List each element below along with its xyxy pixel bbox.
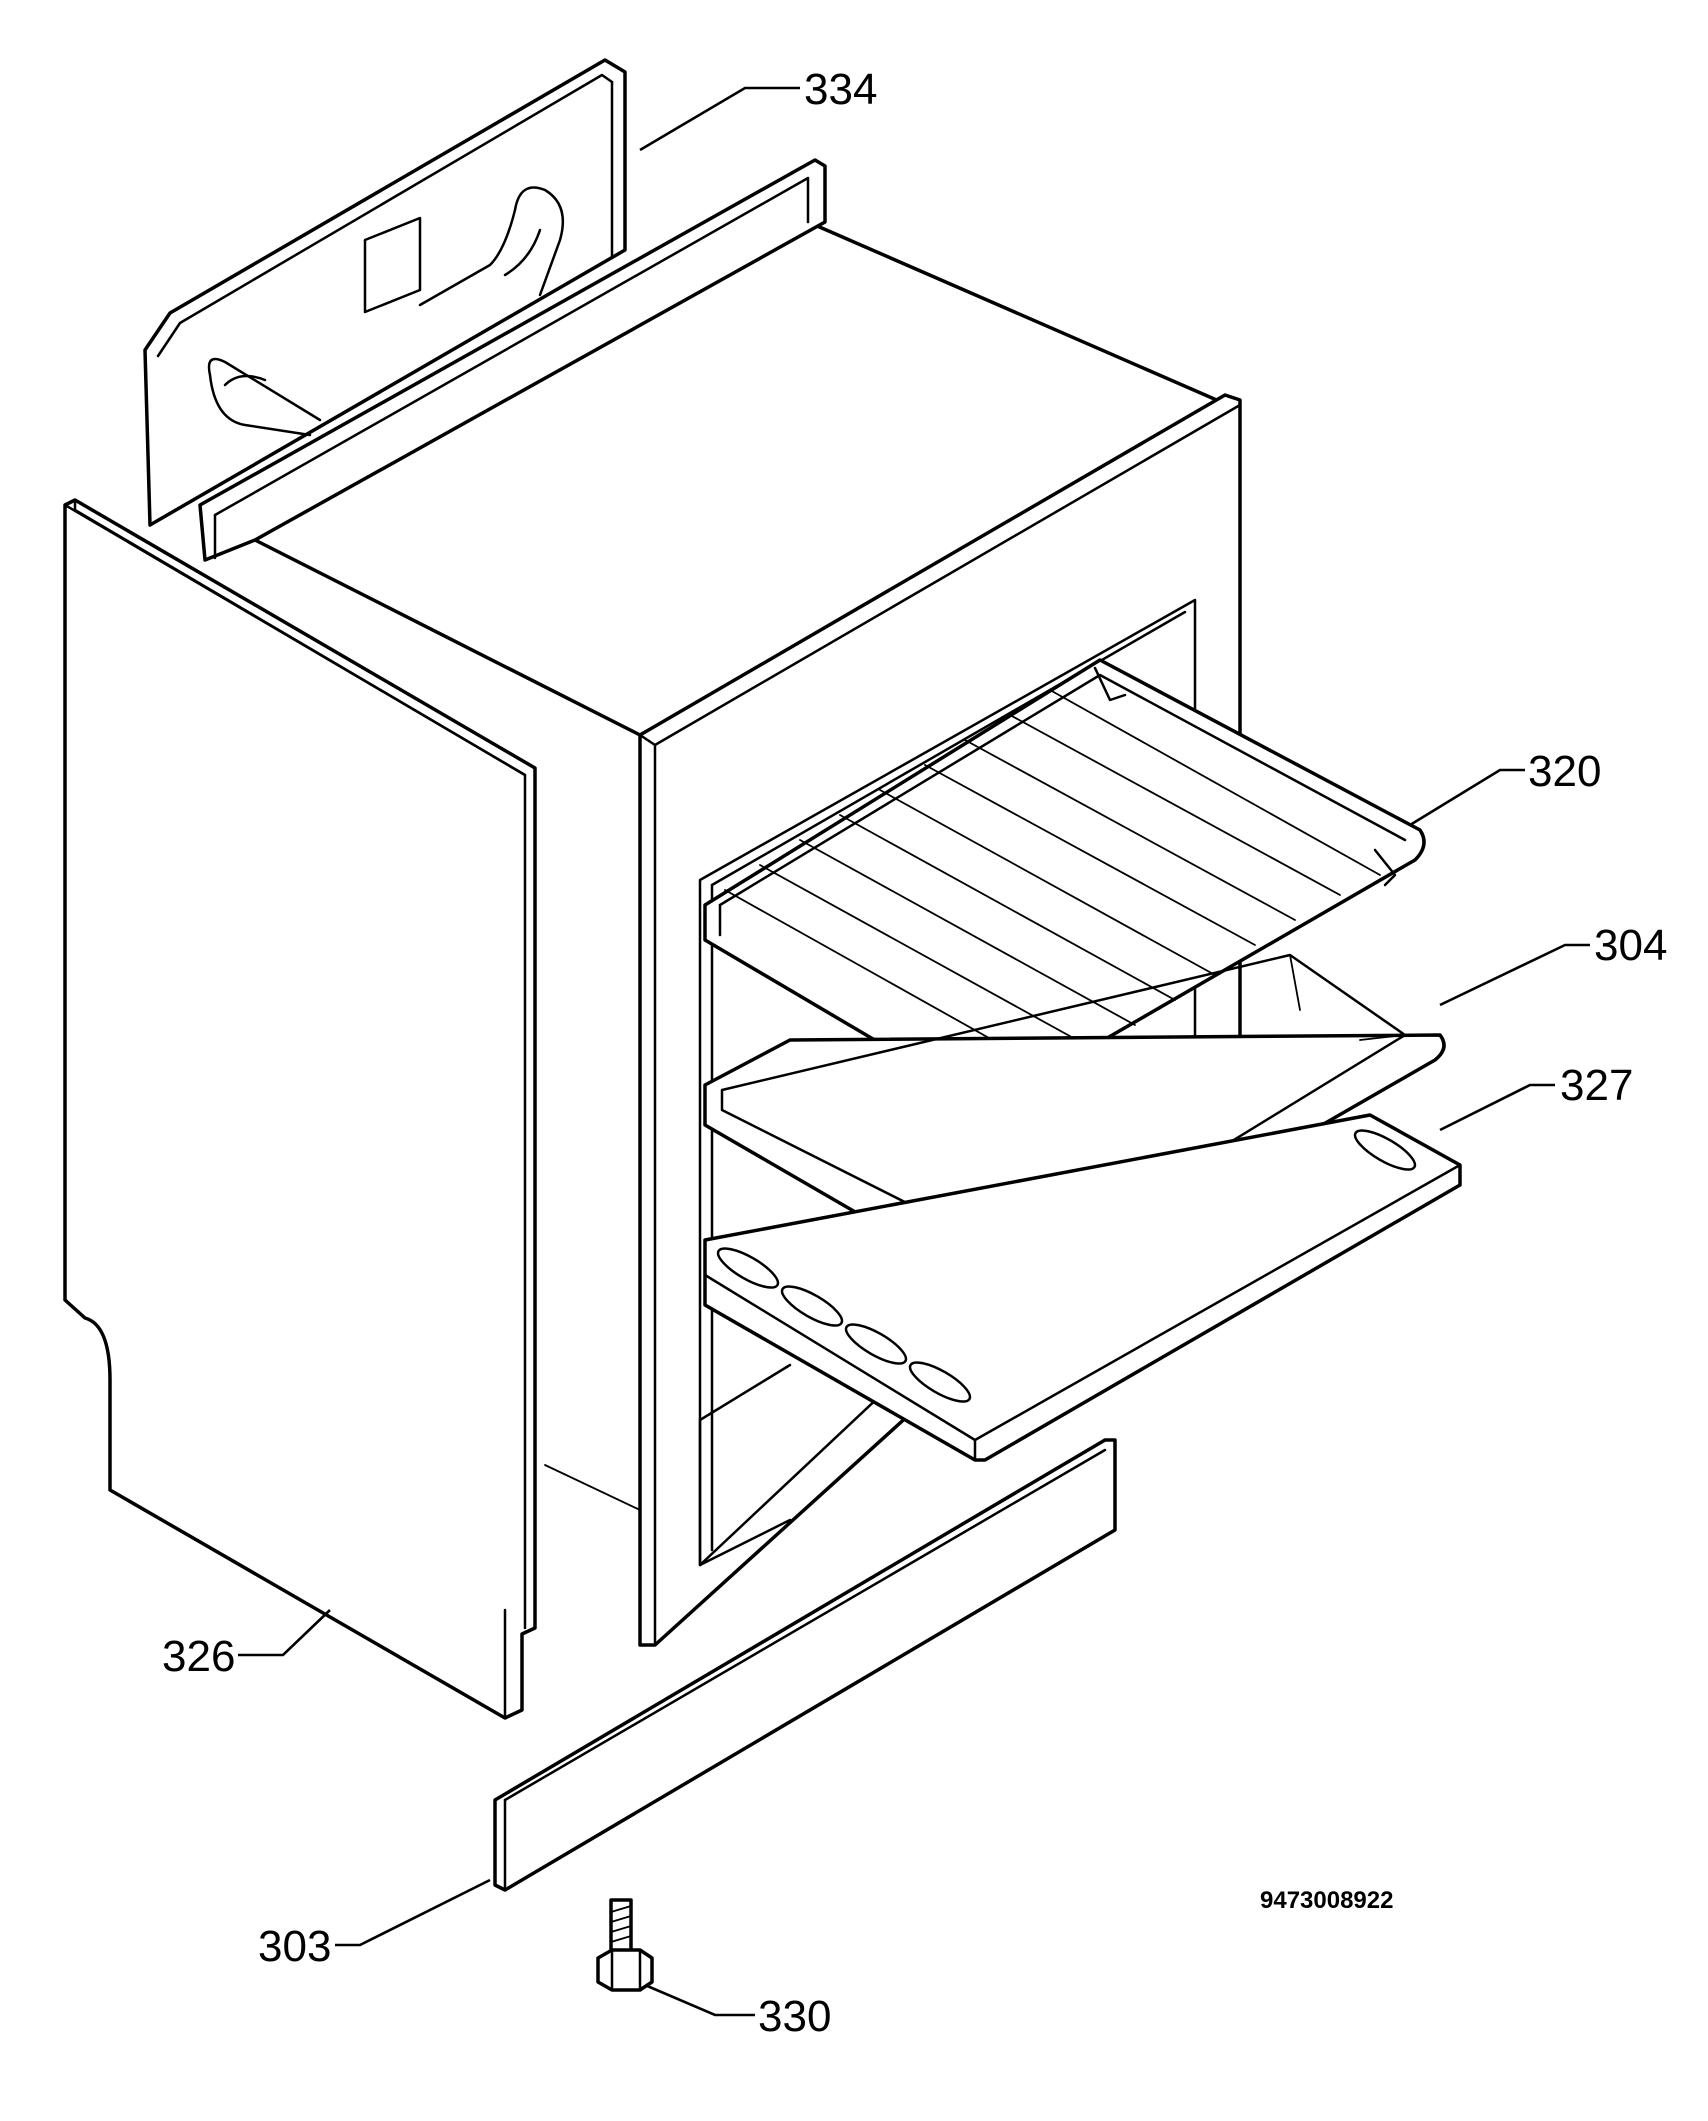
leader-320 xyxy=(1409,768,1525,827)
adjustable-foot-330 xyxy=(596,1898,654,1992)
oven-cavity-body xyxy=(198,158,1237,1511)
leader-327 xyxy=(1439,1083,1555,1132)
leader-334 xyxy=(639,86,800,152)
drawing-number: 9473008922 xyxy=(1260,1887,1393,1914)
callout-320: 320 xyxy=(1528,747,1601,796)
leader-lines xyxy=(238,86,1590,2017)
oven-rack-320 xyxy=(703,658,1426,1117)
callout-303: 303 xyxy=(258,1922,331,1971)
back-panel-334 xyxy=(143,58,627,527)
leader-330 xyxy=(644,1983,755,2017)
leader-303 xyxy=(335,1878,491,1947)
callout-326: 326 xyxy=(162,1632,235,1681)
callout-327: 327 xyxy=(1560,1061,1633,1110)
leader-304 xyxy=(1439,943,1590,1007)
leader-326 xyxy=(238,1609,331,1657)
callout-304: 304 xyxy=(1594,921,1667,970)
callout-334: 334 xyxy=(804,65,877,114)
bottom-plate-327 xyxy=(703,1113,1462,1462)
kick-plate-303 xyxy=(493,1438,1117,1892)
callout-labels: 334 320 304 327 326 303 330 9473008922 xyxy=(162,65,1667,2041)
callout-330: 330 xyxy=(758,1992,831,2041)
side-panel-326 xyxy=(63,498,537,1720)
